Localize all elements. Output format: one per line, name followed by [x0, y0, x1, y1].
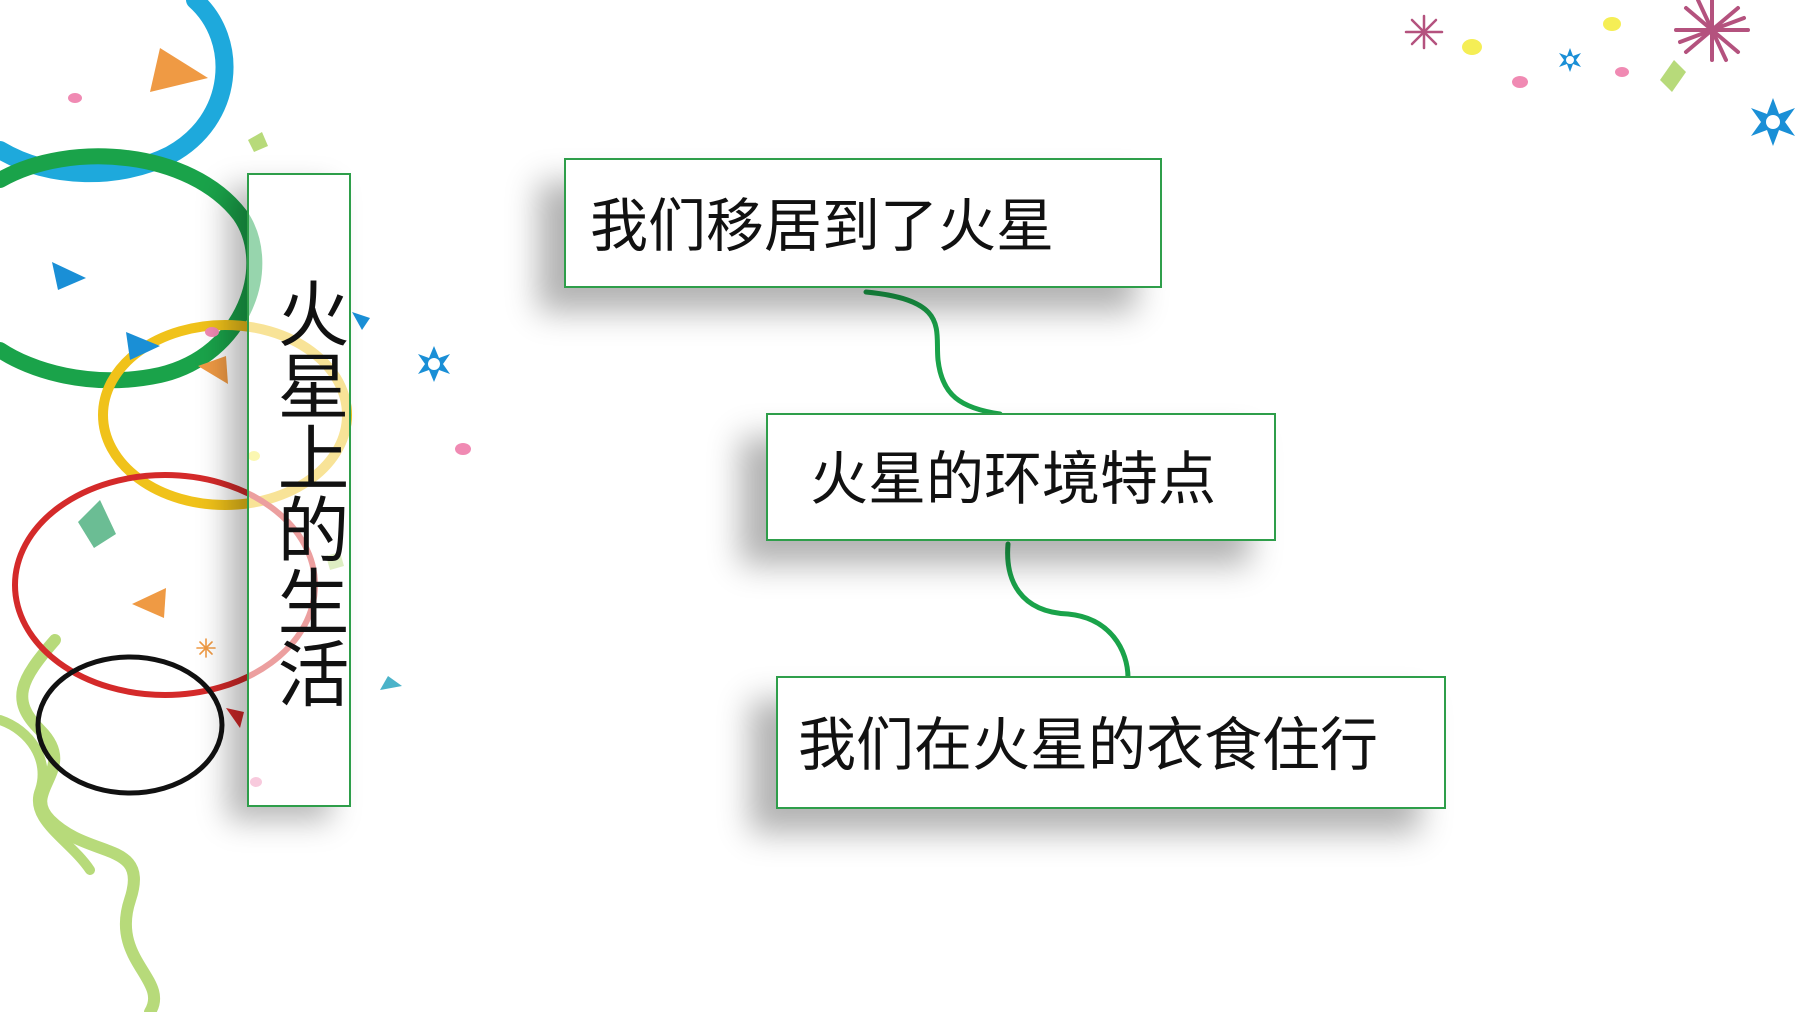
confetti-lime-1 [248, 132, 268, 152]
topic-label-2: 火星的环境特点 [810, 445, 1217, 513]
confetti-yellow-2 [1603, 17, 1621, 31]
snowflake-star-icon [1751, 98, 1795, 146]
confetti-pink-5 [1615, 67, 1629, 77]
topic-box-3[interactable]: 我们在火星的衣食住行 [776, 676, 1446, 809]
confetti-blue-1 [52, 262, 86, 290]
snowflake-star-icon-3 [1559, 48, 1581, 72]
confetti-orange-3 [132, 588, 166, 618]
topic-label-1: 我们移居到了火星 [590, 192, 1055, 260]
star-burst-icon [1674, 0, 1750, 62]
topic-label-3: 我们在火星的衣食住行 [798, 711, 1379, 779]
topic-box-1[interactable]: 我们移居到了火星 [564, 158, 1162, 288]
confetti-orange-1 [150, 48, 208, 92]
confetti-green-diamond [78, 500, 116, 548]
confetti-pink-1 [68, 93, 82, 103]
streamer-lightgreen [16, 634, 161, 1012]
streamer-lightgreen-2 [0, 715, 95, 875]
confetti-teal-1 [380, 676, 402, 690]
confetti-pink-4 [1512, 76, 1528, 88]
confetti-yellow-1 [1462, 39, 1482, 55]
confetti-red-1 [226, 708, 244, 728]
confetti-blue-2 [126, 332, 160, 360]
ribbon-blue [0, 0, 234, 183]
confetti-blue-3 [352, 312, 370, 330]
snowflake-star-icon-2 [418, 346, 450, 382]
slide-title: 火星上的生活 [265, 277, 349, 709]
title-box: 火星上的生活 [247, 173, 351, 807]
topic-box-2[interactable]: 火星的环境特点 [766, 413, 1276, 541]
confetti-pink-6 [205, 327, 219, 337]
ribbon-green [0, 148, 263, 389]
confetti-orange-2 [198, 356, 228, 384]
ribbon-black [35, 654, 225, 796]
star-burst-icon-tiny [196, 638, 216, 658]
confetti-pink-2 [455, 443, 471, 455]
star-burst-icon-small [1404, 14, 1444, 50]
confetti-lime-3 [1660, 60, 1686, 92]
